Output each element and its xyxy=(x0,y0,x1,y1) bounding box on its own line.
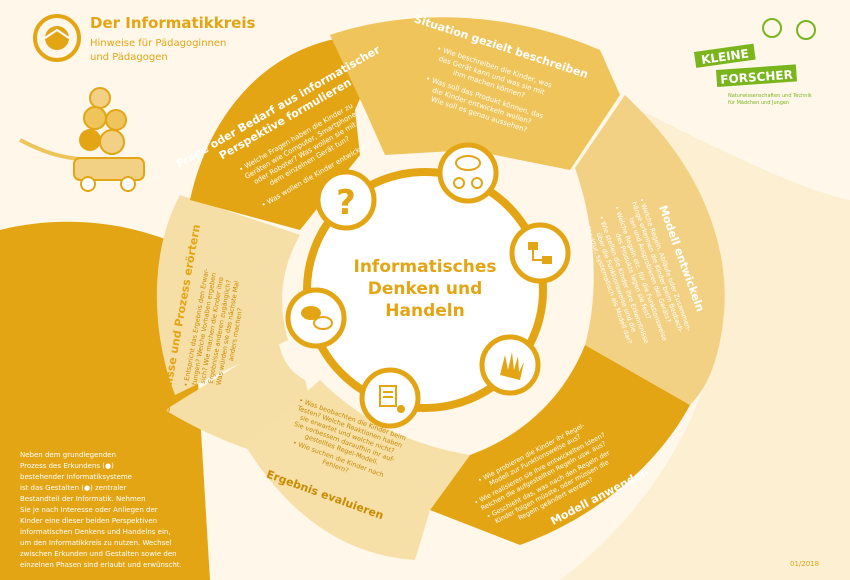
svg-text:?: ? xyxy=(336,183,356,223)
svg-text:Prozess des Erkundens (●): Prozess des Erkundens (●) xyxy=(20,462,114,470)
svg-text:Neben dem grundlegenden: Neben dem grundlegenden xyxy=(20,451,116,459)
header-title: Der Informatikkreis xyxy=(90,14,255,32)
kleine-forscher-logo: KLEINE FORSCHER Naturwissenschaften und … xyxy=(694,18,816,106)
svg-text:bestehender Informatiksysteme: bestehender Informatiksysteme xyxy=(20,473,132,481)
logo-kid-1-icon xyxy=(762,18,782,38)
svg-text:Denken und: Denken und xyxy=(368,279,483,299)
checklist-gear-icon xyxy=(359,367,421,429)
header-subtitle-1: Hinweise für Pädagoginnen xyxy=(90,38,226,49)
background-swoosh-right xyxy=(560,110,850,580)
question-mark-icon: ? xyxy=(315,169,377,231)
segment-ergebnis-evaluieren xyxy=(245,380,470,560)
svg-text:Kinder eine dieser beiden Pers: Kinder eine dieser beiden Perspektiven xyxy=(20,517,157,525)
header-subtitle-2: und Pädagogen xyxy=(90,52,168,63)
segment-modell-anwenden xyxy=(430,345,690,545)
speech-bubbles-icon xyxy=(285,287,347,349)
footnote: Neben dem grundlegenden Prozess des Erku… xyxy=(20,451,182,569)
svg-text:um den Informatikkreis zu nutz: um den Informatikkreis zu nutzen. Wechse… xyxy=(20,539,172,547)
segment-modell-entwickeln xyxy=(575,95,725,405)
center-title: Informatisches Denken und Handeln xyxy=(354,257,497,321)
svg-text:einzelnen Phasen sind erlaubt: einzelnen Phasen sind erlaubt und erwüns… xyxy=(20,561,182,569)
svg-text:Sie je nach Interesse oder Anl: Sie je nach Interesse oder Anliegen der xyxy=(20,506,158,514)
svg-text:ist das Gestalten (●) zentrale: ist das Gestalten (●) zentraler xyxy=(20,484,127,492)
svg-text:für Mädchen und Jungen: für Mädchen und Jungen xyxy=(728,100,789,106)
svg-text:zwischen Erkunden und Gestalte: zwischen Erkunden und Gestalten sowie de… xyxy=(20,550,177,558)
logo-kid-2-icon xyxy=(796,20,816,40)
svg-text:Bestandteil der Informatik. Ne: Bestandteil der Informatik. Nehmen xyxy=(20,495,146,503)
svg-text:informatischen Denkens und Han: informatischen Denkens und Handelns ein, xyxy=(20,528,171,536)
segment-situation-beschreiben xyxy=(330,17,620,171)
robot-stack-icon xyxy=(19,87,145,192)
svg-text:KLEINE: KLEINE xyxy=(700,46,749,67)
svg-text:Naturwissenschaften und Techni: Naturwissenschaften und Technik xyxy=(728,93,812,99)
hand-icon xyxy=(479,334,541,396)
date-label: 01/2018 xyxy=(790,560,819,568)
header-logo-circle-icon xyxy=(33,14,81,62)
svg-text:Handeln: Handeln xyxy=(385,301,464,321)
flowchart-icon xyxy=(509,222,571,284)
svg-text:Informatisches: Informatisches xyxy=(354,257,497,277)
svg-text:FORSCHER: FORSCHER xyxy=(720,68,793,87)
people-thought-icon xyxy=(437,142,499,204)
